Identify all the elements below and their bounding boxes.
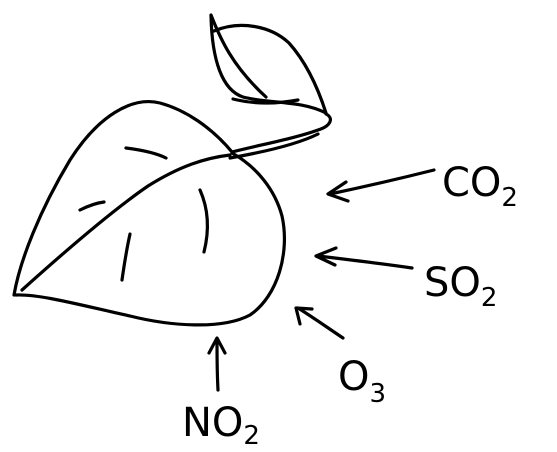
o3-label: O3 xyxy=(338,354,386,409)
co2-label: CO2 xyxy=(442,160,518,213)
no2-label: NO2 xyxy=(182,400,260,451)
o3-arrow xyxy=(294,306,345,340)
small-leaf-icon xyxy=(209,13,328,115)
so2-label: SO2 xyxy=(424,260,497,313)
co2-arrow xyxy=(326,168,436,203)
so2-arrow xyxy=(314,246,414,270)
no2-arrow xyxy=(207,336,227,392)
large-leaf-icon xyxy=(12,100,287,327)
leaf-stem xyxy=(228,112,332,160)
